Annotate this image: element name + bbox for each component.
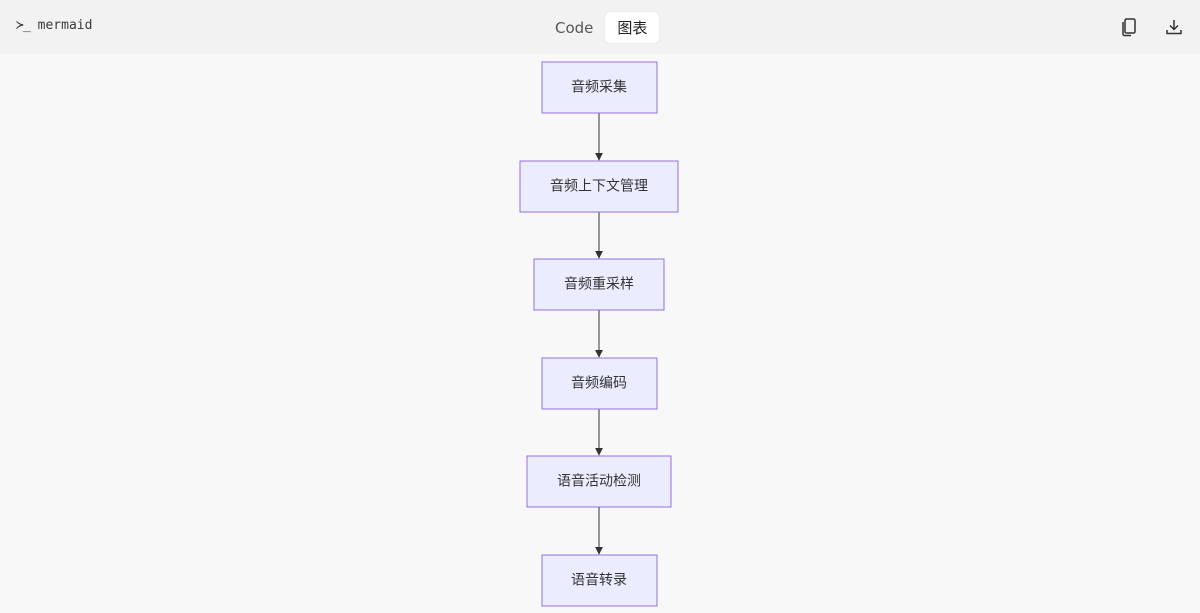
tab-diagram[interactable]: 图表	[605, 12, 660, 43]
flow-node-label: 音频采集	[571, 79, 627, 96]
toolbar: ≻_ mermaid Code 图表	[0, 0, 1200, 54]
flow-node-box	[541, 357, 658, 410]
flow-node-label: 音频编码	[571, 375, 627, 392]
language-label: ≻_ mermaid	[16, 18, 92, 33]
flow-node-box	[526, 455, 672, 508]
flow-node-label: 音频重采样	[564, 276, 634, 293]
download-button[interactable]	[1164, 16, 1184, 38]
flow-node: 语音活动检测	[526, 455, 672, 508]
download-icon	[1166, 20, 1182, 35]
language-name: mermaid	[37, 18, 93, 33]
flow-node-box	[519, 160, 679, 213]
flow-node: 音频编码	[541, 357, 658, 410]
copy-icon	[1122, 18, 1136, 37]
copy-button[interactable]	[1119, 16, 1139, 38]
flow-node-label: 音频上下文管理	[550, 178, 648, 195]
diagram-canvas: 音频采集音频上下文管理音频重采样音频编码语音活动检测语音转录	[0, 54, 1200, 613]
flow-node-label: 语音转录	[571, 572, 627, 589]
tab-code[interactable]: Code	[555, 18, 594, 37]
flow-node-label: 语音活动检测	[557, 473, 641, 490]
flow-node-box	[541, 554, 658, 607]
terminal-icon: ≻_	[16, 18, 31, 33]
flow-node-box	[541, 61, 658, 114]
flow-node: 音频采集	[541, 61, 658, 114]
flow-node-box	[533, 258, 665, 311]
view-tabs: Code 图表	[543, 12, 660, 43]
flow-node: 音频重采样	[533, 258, 665, 311]
flow-node: 音频上下文管理	[519, 160, 679, 213]
flow-node: 语音转录	[541, 554, 658, 607]
